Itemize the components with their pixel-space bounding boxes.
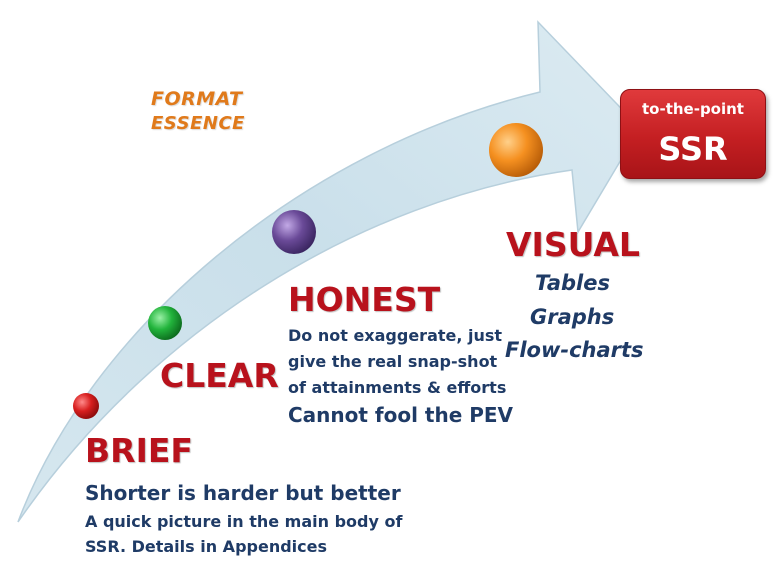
honest-title: HONEST: [288, 280, 441, 319]
visual-item-flowcharts: Flow-charts: [505, 338, 644, 362]
honest-line-2: give the real snap-shot: [288, 352, 498, 371]
essence-label: ESSENCE: [151, 113, 245, 134]
clear-bullet-icon: [148, 306, 182, 340]
honest-line-1: Do not exaggerate, just: [288, 326, 503, 345]
brief-line-1: Shorter is harder but better: [85, 481, 401, 505]
ssr-goal-box: to-the-point SSR: [620, 89, 766, 179]
honest-bullet-icon: [272, 210, 316, 254]
honest-emphasis: Cannot fool the PEV: [288, 403, 514, 427]
visual-title: VISUAL: [506, 225, 640, 264]
visual-item-tables: Tables: [535, 271, 610, 295]
visual-bullet-icon: [489, 123, 543, 177]
visual-item-graphs: Graphs: [530, 305, 615, 329]
brief-detail-2: SSR. Details in Appendices: [85, 537, 328, 556]
ssr-subtitle: to-the-point: [642, 100, 744, 118]
honest-line-3: of attainments & efforts: [288, 378, 507, 397]
brief-bullet-icon: [73, 393, 99, 419]
brief-title: BRIEF: [85, 431, 193, 470]
format-label: FORMAT: [151, 88, 243, 110]
ssr-title: SSR: [658, 130, 728, 168]
brief-detail-1: A quick picture in the main body of: [85, 512, 403, 531]
clear-title: CLEAR: [160, 356, 279, 395]
